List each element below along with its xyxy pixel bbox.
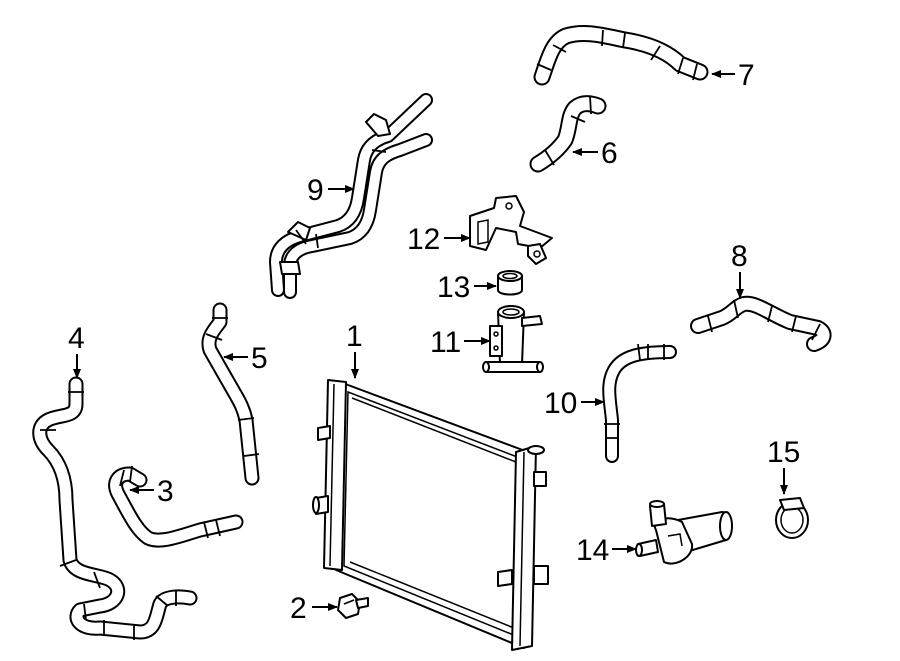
part-2-bolt	[337, 593, 369, 619]
callout-10: 10	[544, 387, 605, 420]
callout-15: 15	[767, 436, 800, 495]
callout-11: 11	[430, 326, 491, 359]
callout-9-label: 9	[307, 174, 324, 207]
callout-14-label: 14	[576, 534, 609, 567]
callout-9: 9	[307, 174, 355, 207]
callout-5-label: 5	[251, 342, 268, 375]
part-13-cap	[497, 270, 523, 296]
callout-10-label: 10	[544, 387, 577, 420]
callout-2: 2	[290, 592, 338, 625]
callout-13: 13	[437, 271, 497, 304]
callout-4-label: 4	[68, 322, 85, 355]
callout-12-label: 12	[407, 223, 440, 256]
part-9-pipe	[269, 93, 433, 299]
callout-6: 6	[572, 137, 618, 170]
callout-3: 3	[129, 475, 174, 508]
callout-6-label: 6	[601, 137, 618, 170]
callout-1-label: 1	[346, 320, 363, 353]
part-14-pump	[635, 500, 733, 565]
callout-15-label: 15	[767, 436, 800, 469]
callout-12: 12	[407, 223, 471, 256]
callout-4: 4	[68, 322, 85, 379]
callout-8: 8	[731, 240, 748, 299]
part-4-hose	[32, 376, 198, 640]
callout-7-label: 7	[738, 59, 755, 92]
callout-1: 1	[346, 320, 363, 379]
callout-2-label: 2	[290, 592, 307, 625]
part-10-hose	[602, 343, 677, 463]
part-12-bracket	[469, 195, 553, 265]
callout-5: 5	[223, 342, 268, 375]
callout-13-label: 13	[437, 271, 470, 304]
part-15-clamp	[775, 497, 809, 539]
callout-3-label: 3	[157, 475, 174, 508]
callout-11-label: 11	[430, 326, 461, 359]
part-5-hose	[201, 302, 260, 486]
callout-14: 14	[576, 534, 637, 567]
callout-7: 7	[711, 59, 755, 92]
part-6-hose	[529, 95, 607, 173]
part-7-hose	[533, 25, 709, 86]
part-11-fitting	[482, 305, 544, 373]
part-8-hose	[690, 295, 832, 352]
callout-8-label: 8	[731, 240, 748, 273]
part-1-radiator	[312, 379, 549, 651]
part-3-hose	[108, 465, 244, 548]
